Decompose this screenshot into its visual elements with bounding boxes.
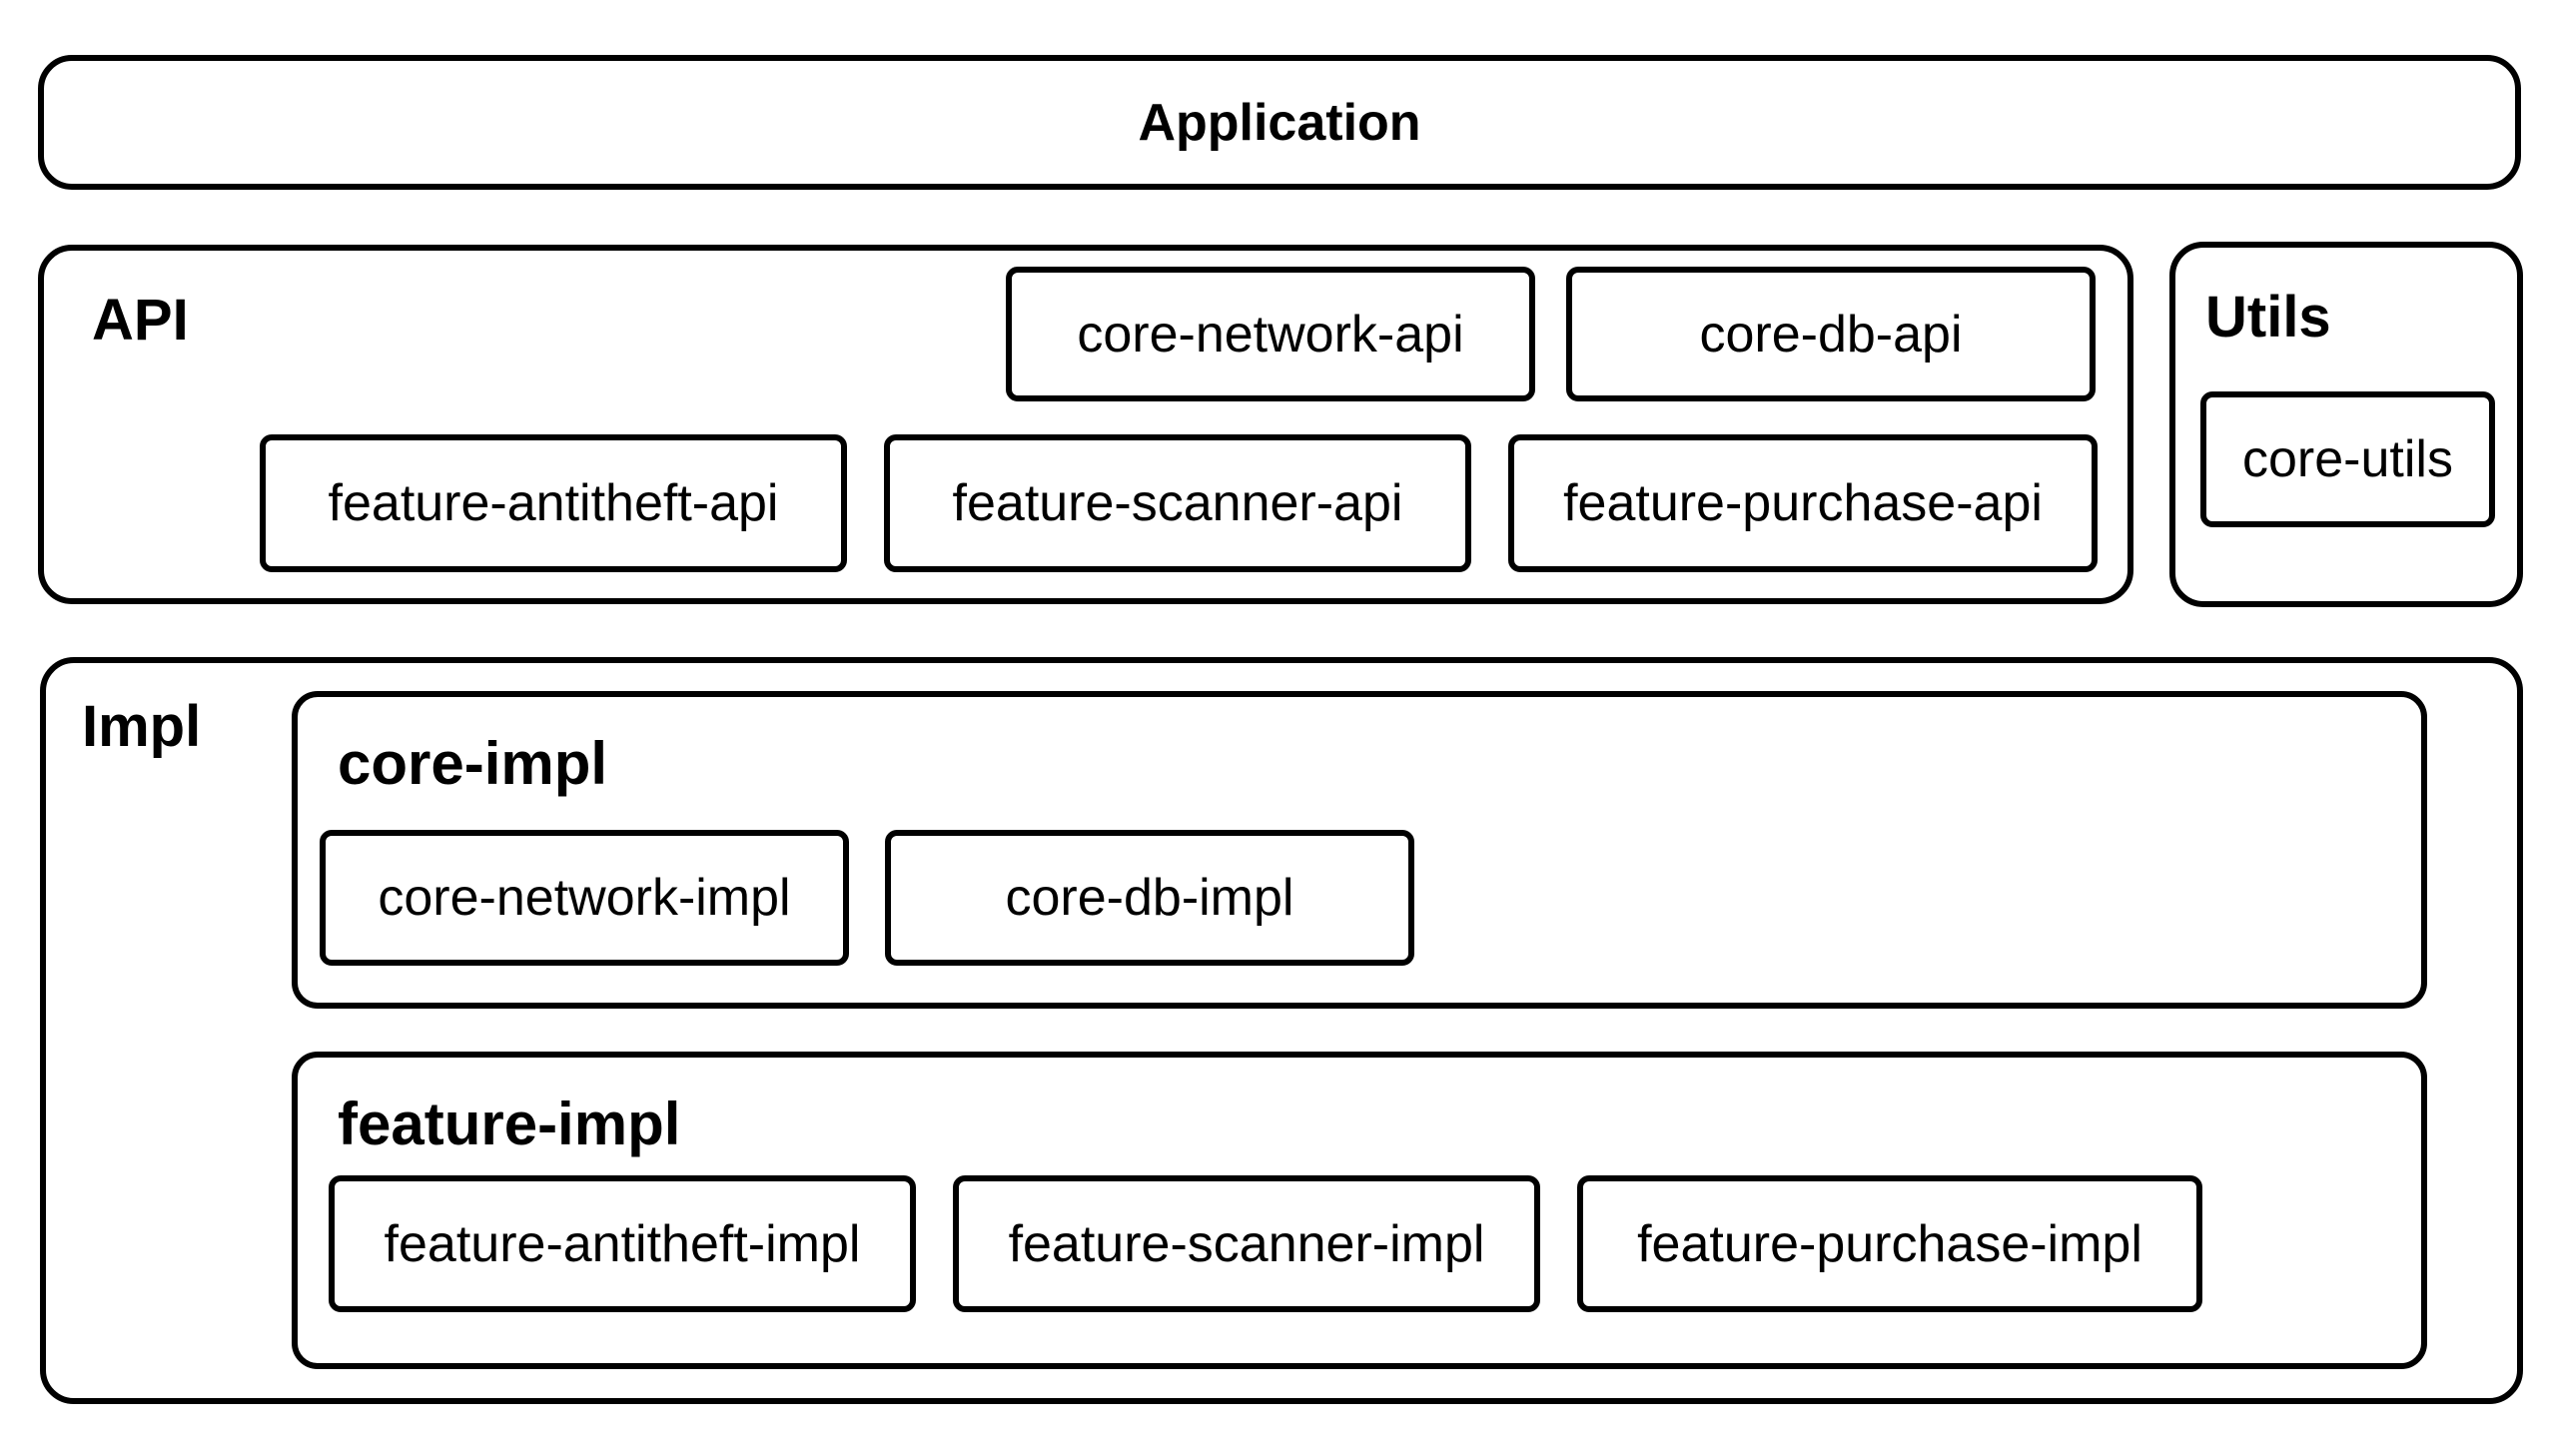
core-db-api-label: core-db-api xyxy=(1699,305,1963,364)
impl-title: Impl xyxy=(82,694,202,759)
feature-purchase-impl-label: feature-purchase-impl xyxy=(1637,1214,2142,1273)
feature-purchase-impl-module: feature-purchase-impl xyxy=(1577,1175,2202,1312)
feature-antitheft-impl-module: feature-antitheft-impl xyxy=(329,1175,916,1312)
core-network-api-module: core-network-api xyxy=(1006,267,1535,401)
core-db-api-module: core-db-api xyxy=(1566,267,2096,401)
core-impl-title: core-impl xyxy=(338,730,608,797)
core-network-impl-module: core-network-impl xyxy=(320,830,849,966)
core-db-impl-module: core-db-impl xyxy=(885,830,1414,966)
core-network-api-label: core-network-api xyxy=(1077,305,1464,364)
feature-purchase-api-label: feature-purchase-api xyxy=(1563,474,2043,532)
feature-antitheft-impl-label: feature-antitheft-impl xyxy=(384,1214,861,1273)
feature-scanner-api-module: feature-scanner-api xyxy=(884,434,1471,572)
feature-scanner-impl-label: feature-scanner-impl xyxy=(1008,1214,1485,1273)
utils-title: Utils xyxy=(2205,285,2331,350)
feature-scanner-impl-module: feature-scanner-impl xyxy=(953,1175,1540,1312)
application-box: Application xyxy=(38,55,2521,190)
feature-antitheft-api-module: feature-antitheft-api xyxy=(260,434,847,572)
application-label: Application xyxy=(1138,93,1421,152)
core-utils-module: core-utils xyxy=(2200,391,2495,527)
feature-impl-title: feature-impl xyxy=(338,1091,681,1157)
feature-antitheft-api-label: feature-antitheft-api xyxy=(328,474,779,532)
core-network-impl-label: core-network-impl xyxy=(378,869,791,927)
core-db-impl-label: core-db-impl xyxy=(1005,869,1294,927)
feature-scanner-api-label: feature-scanner-api xyxy=(952,474,1403,532)
core-utils-label: core-utils xyxy=(2242,430,2453,488)
api-title: API xyxy=(92,288,189,353)
feature-purchase-api-module: feature-purchase-api xyxy=(1508,434,2098,572)
